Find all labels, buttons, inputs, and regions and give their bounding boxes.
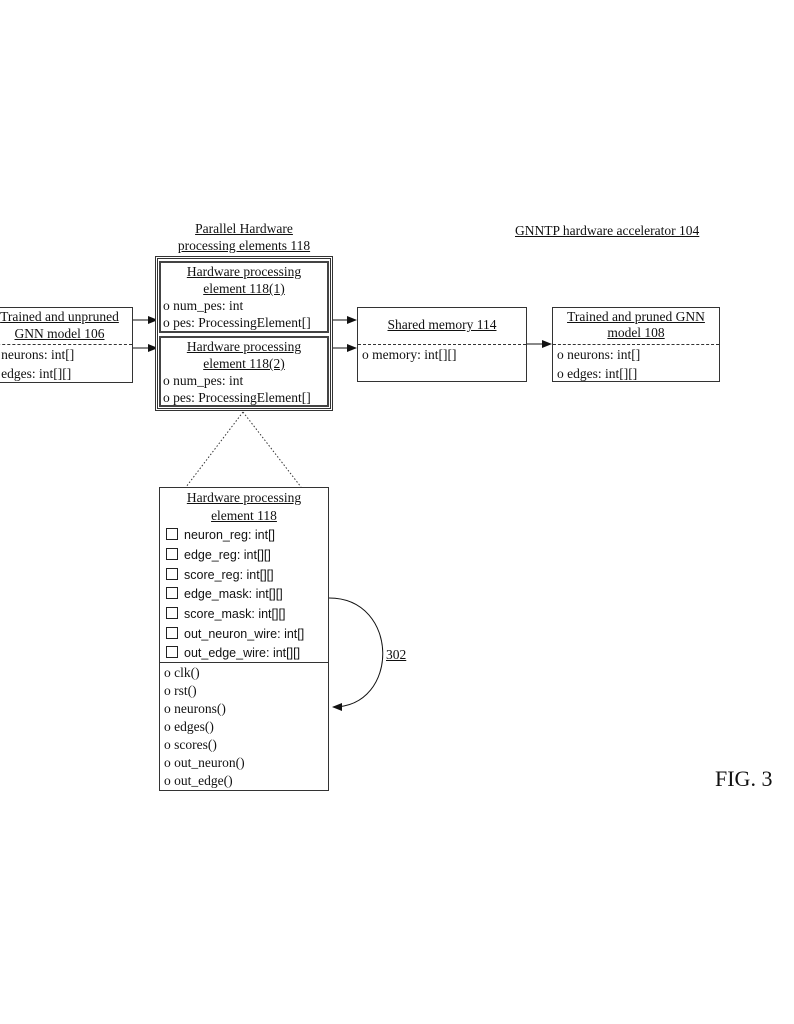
pruned-model-title: Trained and pruned GNN (567, 309, 705, 324)
shared-memory-title: Shared memory 114 (387, 317, 497, 332)
unpruned-model-title: Trained and unpruned (0, 309, 119, 324)
parallel-group-title: Parallel Hardware (195, 221, 293, 236)
square-icon (166, 607, 178, 619)
shared-memory-box: Shared memory 114 o memory: int[][] (357, 307, 527, 382)
pe2-title-2: element 118(2) (203, 356, 285, 371)
pe1-title: Hardware processing (186, 264, 302, 279)
square-icon (166, 587, 178, 599)
method-item: o neurons() (164, 701, 226, 716)
field: o num_pes: int (163, 298, 244, 313)
register-item: out_neuron_wire: int[] (166, 625, 304, 643)
field: o edges: int[][] (557, 366, 638, 381)
register-item: edge_reg: int[][] (166, 546, 271, 564)
pe1-title-2: element 118(1) (203, 281, 285, 296)
method-item: o out_neuron() (164, 755, 245, 770)
pruned-model-title-2: model 108 (607, 325, 665, 340)
processing-element-box: Hardware processing element 118 neuron_r… (159, 487, 329, 791)
field: o neurons: int[] (0, 347, 75, 362)
square-icon (166, 627, 178, 639)
field: o memory: int[][] (362, 347, 457, 362)
unpruned-model-box: Trained and unpruned GNN model 106 o neu… (0, 307, 133, 383)
field: o edges: int[][] (0, 366, 72, 381)
detail-line-right (242, 411, 302, 488)
register-item: edge_mask: int[][] (166, 585, 283, 603)
pe2-title: Hardware processing (186, 339, 302, 354)
parallel-group-title-2: processing elements 118 (177, 238, 311, 253)
method-item: o rst() (164, 683, 197, 698)
detail-line-left (185, 411, 244, 488)
register-item: score_reg: int[][] (166, 566, 274, 584)
pruned-model-box: Trained and pruned GNN model 108 o neuro… (552, 307, 720, 382)
loop-arrow-302 (328, 597, 384, 711)
method-item: o scores() (164, 737, 217, 752)
loop-label: 302 (386, 647, 407, 662)
pe1-box: Hardware processing element 118(1) o num… (159, 261, 329, 333)
field: o pes: ProcessingElement[] (163, 315, 311, 330)
pe-title: Hardware processing (186, 490, 302, 505)
square-icon (166, 646, 178, 658)
square-icon (166, 528, 178, 540)
accelerator-label: GNNTP hardware accelerator 104 (515, 223, 700, 238)
field: o neurons: int[] (557, 347, 641, 362)
register-item: out_edge_wire: int[][] (166, 644, 300, 662)
field: o pes: ProcessingElement[] (163, 390, 311, 405)
divider (160, 662, 328, 663)
method-item: o edges() (164, 719, 214, 734)
pe-title-2: element 118 (211, 508, 277, 523)
field: o num_pes: int (163, 373, 244, 388)
unpruned-model-title-2: GNN model 106 (14, 326, 105, 341)
pe2-box: Hardware processing element 118(2) o num… (159, 336, 329, 407)
method-item: o clk() (164, 665, 200, 680)
figure-label: FIG. 3 (715, 766, 773, 791)
register-item: score_mask: int[][] (166, 605, 285, 623)
square-icon (166, 548, 178, 560)
method-item: o out_edge() (164, 773, 233, 788)
register-item: neuron_reg: int[] (166, 526, 275, 544)
square-icon (166, 568, 178, 580)
